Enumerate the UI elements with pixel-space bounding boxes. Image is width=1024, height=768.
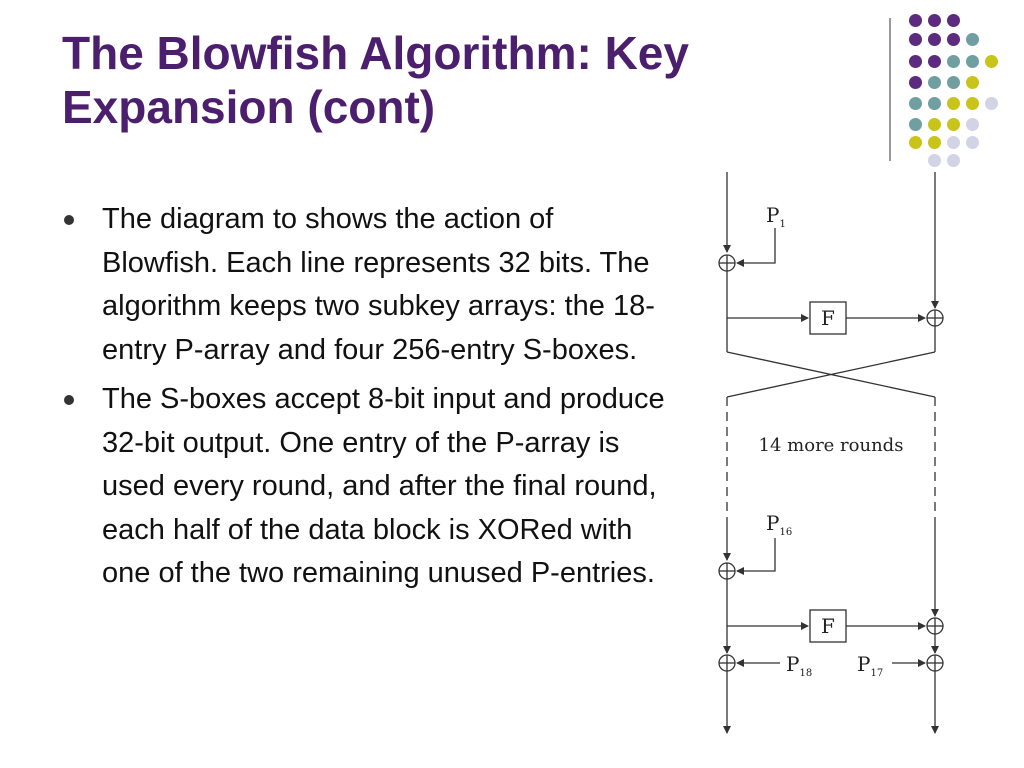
decorative-dot	[928, 55, 941, 68]
decorative-dot	[947, 55, 960, 68]
f-label: F	[821, 306, 835, 330]
p16-arrow	[736, 538, 776, 575]
decorative-dot	[909, 76, 922, 89]
decorative-dot	[947, 136, 960, 149]
p1-arrow	[736, 228, 776, 267]
slide-title: The Blowfish Algorithm: Key Expansion (c…	[62, 27, 689, 133]
title-divider	[889, 18, 891, 161]
bullet-item: The S-boxes accept 8-bit input and produ…	[62, 378, 672, 596]
decorative-dot	[947, 76, 960, 89]
decorative-dot-grid	[905, 14, 1005, 167]
more-rounds-label: 14 more rounds	[759, 435, 904, 456]
decorative-dot	[966, 55, 979, 68]
p16-label: P16	[766, 511, 792, 538]
decorative-dot	[928, 76, 941, 89]
decorative-dot	[966, 33, 979, 46]
decorative-dot	[909, 118, 922, 131]
decorative-dot	[909, 33, 922, 46]
f-function-box	[809, 301, 847, 335]
decorative-dot	[966, 76, 979, 89]
decorative-dot	[966, 118, 979, 131]
decorative-dot	[947, 14, 960, 27]
bullet-dot-icon	[64, 215, 74, 225]
bullet-text: The S-boxes accept 8-bit input and produ…	[102, 383, 665, 589]
p17-label: P17	[857, 652, 883, 679]
f-label: F	[821, 614, 835, 638]
decorative-dot	[947, 33, 960, 46]
bullet-dot-icon	[64, 395, 74, 405]
decorative-dot	[928, 154, 941, 167]
bullet-item: The diagram to shows the action of Blowf…	[62, 198, 672, 372]
decorative-dot	[928, 97, 941, 110]
decorative-dot	[947, 118, 960, 131]
decorative-dot	[909, 97, 922, 110]
decorative-dot	[909, 14, 922, 27]
swap-line	[726, 351, 936, 398]
decorative-dot	[928, 136, 941, 149]
blowfish-round-diagram: P1 F 14 more rounds P16 F P18 P17	[718, 172, 944, 734]
p18-label: P18	[786, 652, 812, 679]
decorative-dot	[966, 97, 979, 110]
bullet-list: The diagram to shows the action of Blowf…	[62, 198, 672, 602]
decorative-dot	[947, 97, 960, 110]
p1-label: P1	[766, 203, 786, 230]
decorative-dot	[909, 136, 922, 149]
bullet-text: The diagram to shows the action of Blowf…	[102, 203, 655, 366]
decorative-dot	[909, 55, 922, 68]
decorative-dot	[985, 97, 998, 110]
decorative-dot	[985, 55, 998, 68]
decorative-dot	[928, 14, 941, 27]
decorative-dot	[928, 33, 941, 46]
decorative-dot	[966, 136, 979, 149]
decorative-dot	[928, 118, 941, 131]
decorative-dot	[947, 154, 960, 167]
